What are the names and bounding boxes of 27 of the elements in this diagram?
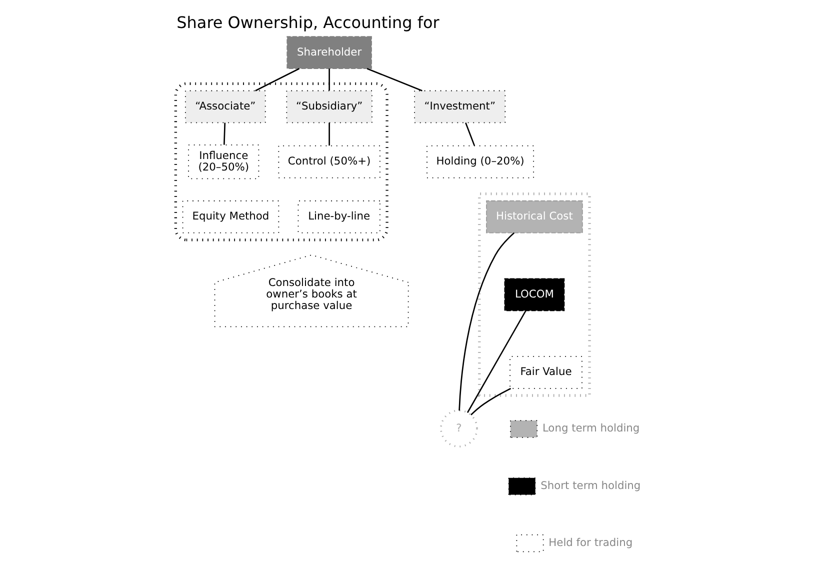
diagram-title: Share Ownership, Accounting for: [176, 13, 440, 32]
node-box: Equity Method: [182, 200, 280, 234]
connector: [458, 232, 515, 411]
connector: [470, 388, 512, 416]
node-box: Historical Cost: [486, 200, 583, 234]
node-box: Control (50%+): [278, 145, 380, 178]
node-circle: ?: [440, 410, 478, 448]
connector: [328, 122, 330, 146]
connector: [465, 122, 476, 146]
cluster: [174, 82, 388, 242]
connector: [466, 310, 526, 413]
connector: [223, 122, 226, 145]
node-box: Holding (0–20%): [426, 145, 534, 178]
cluster: [478, 192, 591, 397]
legend-label: Short term holding: [540, 479, 641, 492]
legend-label: Long term holding: [542, 422, 640, 435]
node-box: LOCOM: [504, 278, 565, 312]
node-box: Fair Value: [510, 356, 582, 389]
connector: [366, 68, 422, 92]
node-box: Line-by-line: [298, 200, 380, 234]
node-box: “Associate”: [184, 90, 266, 124]
connector: [328, 68, 330, 91]
legend-label: Held for trading: [548, 536, 633, 549]
node-box: “Investment”: [414, 90, 506, 124]
node-box: Shareholder: [286, 36, 372, 69]
node-box: “Subsidiary”: [286, 90, 372, 124]
node-box: Influence (20–50%): [188, 144, 260, 180]
